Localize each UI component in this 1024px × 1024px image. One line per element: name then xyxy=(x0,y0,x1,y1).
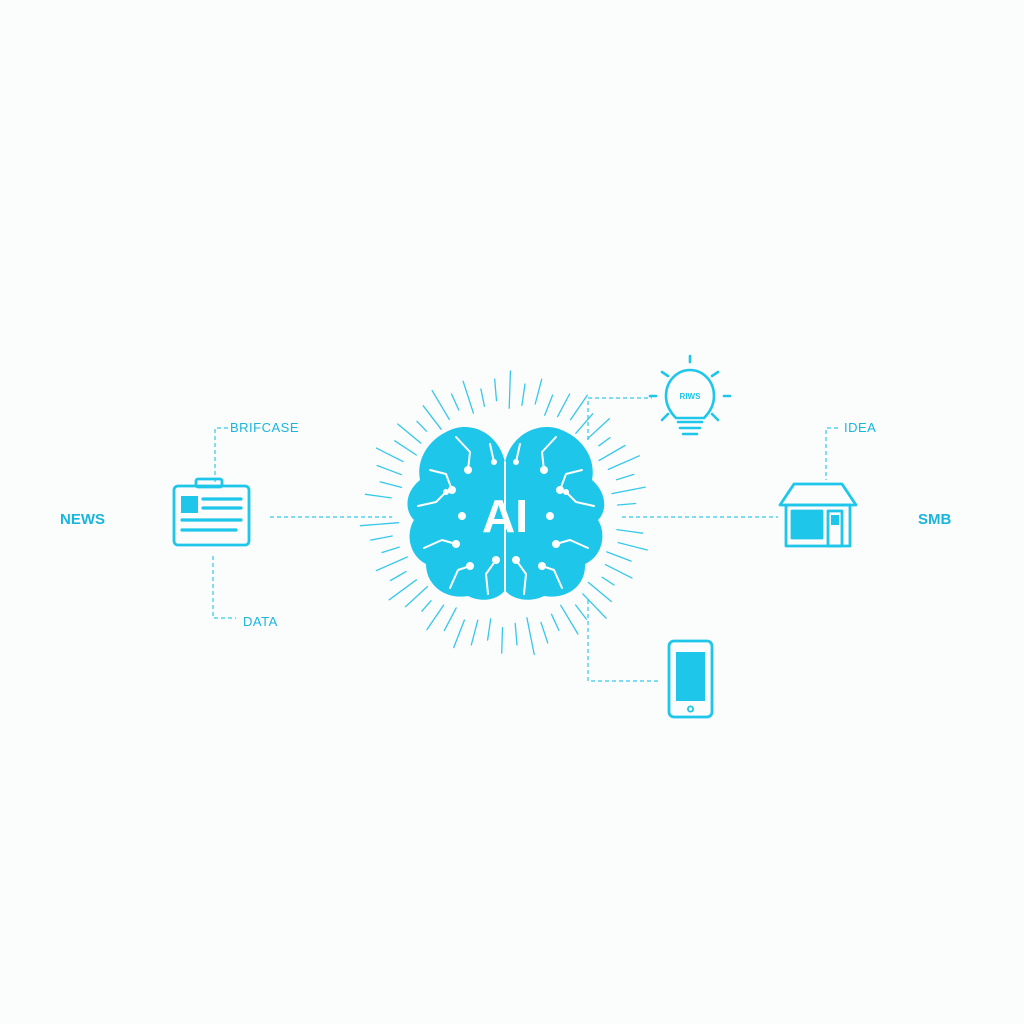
brain-ray xyxy=(521,383,526,406)
brain-ray xyxy=(598,444,626,462)
label-briefcase: BRIFCASE xyxy=(230,420,300,435)
brain-ray xyxy=(616,502,637,506)
brain-ray xyxy=(375,447,404,463)
brain-ray xyxy=(404,585,429,608)
brain-ray xyxy=(422,405,442,430)
brain-ray xyxy=(606,551,632,562)
brain-ray xyxy=(560,604,579,635)
brain-ray xyxy=(480,388,486,407)
brain-center-text: AI xyxy=(482,490,528,542)
brain-ray xyxy=(586,417,611,440)
brain-ray xyxy=(426,604,445,631)
label-idea: IDEA xyxy=(844,420,877,435)
brain-ray xyxy=(556,393,571,418)
brain-ray xyxy=(615,473,635,481)
brain-ray xyxy=(501,626,504,654)
brain-ray xyxy=(508,370,512,409)
brain-rays xyxy=(359,370,648,656)
connector-data-label xyxy=(212,556,236,619)
brain-ray xyxy=(486,618,492,641)
brain-circuits xyxy=(417,436,595,595)
brain-ray xyxy=(416,420,428,432)
connector-ai-smartphone xyxy=(587,600,658,682)
connector-idea-label xyxy=(825,427,838,480)
brain-ray xyxy=(607,455,641,471)
brain-ray xyxy=(598,436,611,447)
brain-ray xyxy=(601,576,615,586)
brain-ray xyxy=(514,622,518,646)
brain-ray xyxy=(526,617,535,656)
brain-ray xyxy=(569,394,588,421)
smartphone-icon xyxy=(667,639,714,719)
connector-ai-lightbulb xyxy=(587,397,652,440)
brain-ray xyxy=(376,464,403,476)
brain-nodes xyxy=(443,459,569,570)
brain-ray xyxy=(450,393,460,411)
brain-ray xyxy=(453,619,466,649)
label-news: NEWS xyxy=(60,511,105,528)
brain-ray xyxy=(394,440,417,456)
brain-ray xyxy=(574,604,588,620)
brain-ray xyxy=(364,493,392,499)
brain-ray xyxy=(388,579,418,601)
label-smb: SMB xyxy=(918,511,952,528)
brain-ray xyxy=(389,570,407,582)
brain-ray xyxy=(582,593,607,619)
brain-ray xyxy=(359,522,400,527)
brain-ray xyxy=(369,535,393,541)
connector-briefcase-label xyxy=(214,427,228,482)
brain-ray xyxy=(617,541,648,551)
brain-ray xyxy=(462,380,475,414)
brain-ray xyxy=(604,563,633,579)
brain-ray xyxy=(544,394,554,416)
brain-ray xyxy=(397,423,422,444)
brain-ray xyxy=(534,378,543,405)
lightbulb-text: RIWS xyxy=(680,392,702,401)
brain-ray xyxy=(421,600,432,612)
connectors xyxy=(212,397,838,682)
brain-ray xyxy=(431,389,450,421)
brain-ray xyxy=(375,556,408,572)
brain-ray xyxy=(379,481,403,489)
storefront-icon xyxy=(778,482,858,548)
brain-ray xyxy=(575,413,594,434)
ai-brain-icon: AI xyxy=(359,370,648,656)
label-data: DATA xyxy=(243,614,278,629)
brain-ray xyxy=(381,546,400,554)
lightbulb-icon: RIWS xyxy=(648,354,732,436)
brain-ray xyxy=(494,378,498,402)
newspaper-icon xyxy=(172,477,251,547)
brain-ray xyxy=(470,619,479,646)
brain-ray xyxy=(616,528,644,534)
brain-ray xyxy=(540,621,549,644)
brain-ray xyxy=(443,607,457,632)
brain-ray xyxy=(587,581,612,603)
brain-ray xyxy=(611,486,646,495)
brain-ray xyxy=(550,613,560,632)
